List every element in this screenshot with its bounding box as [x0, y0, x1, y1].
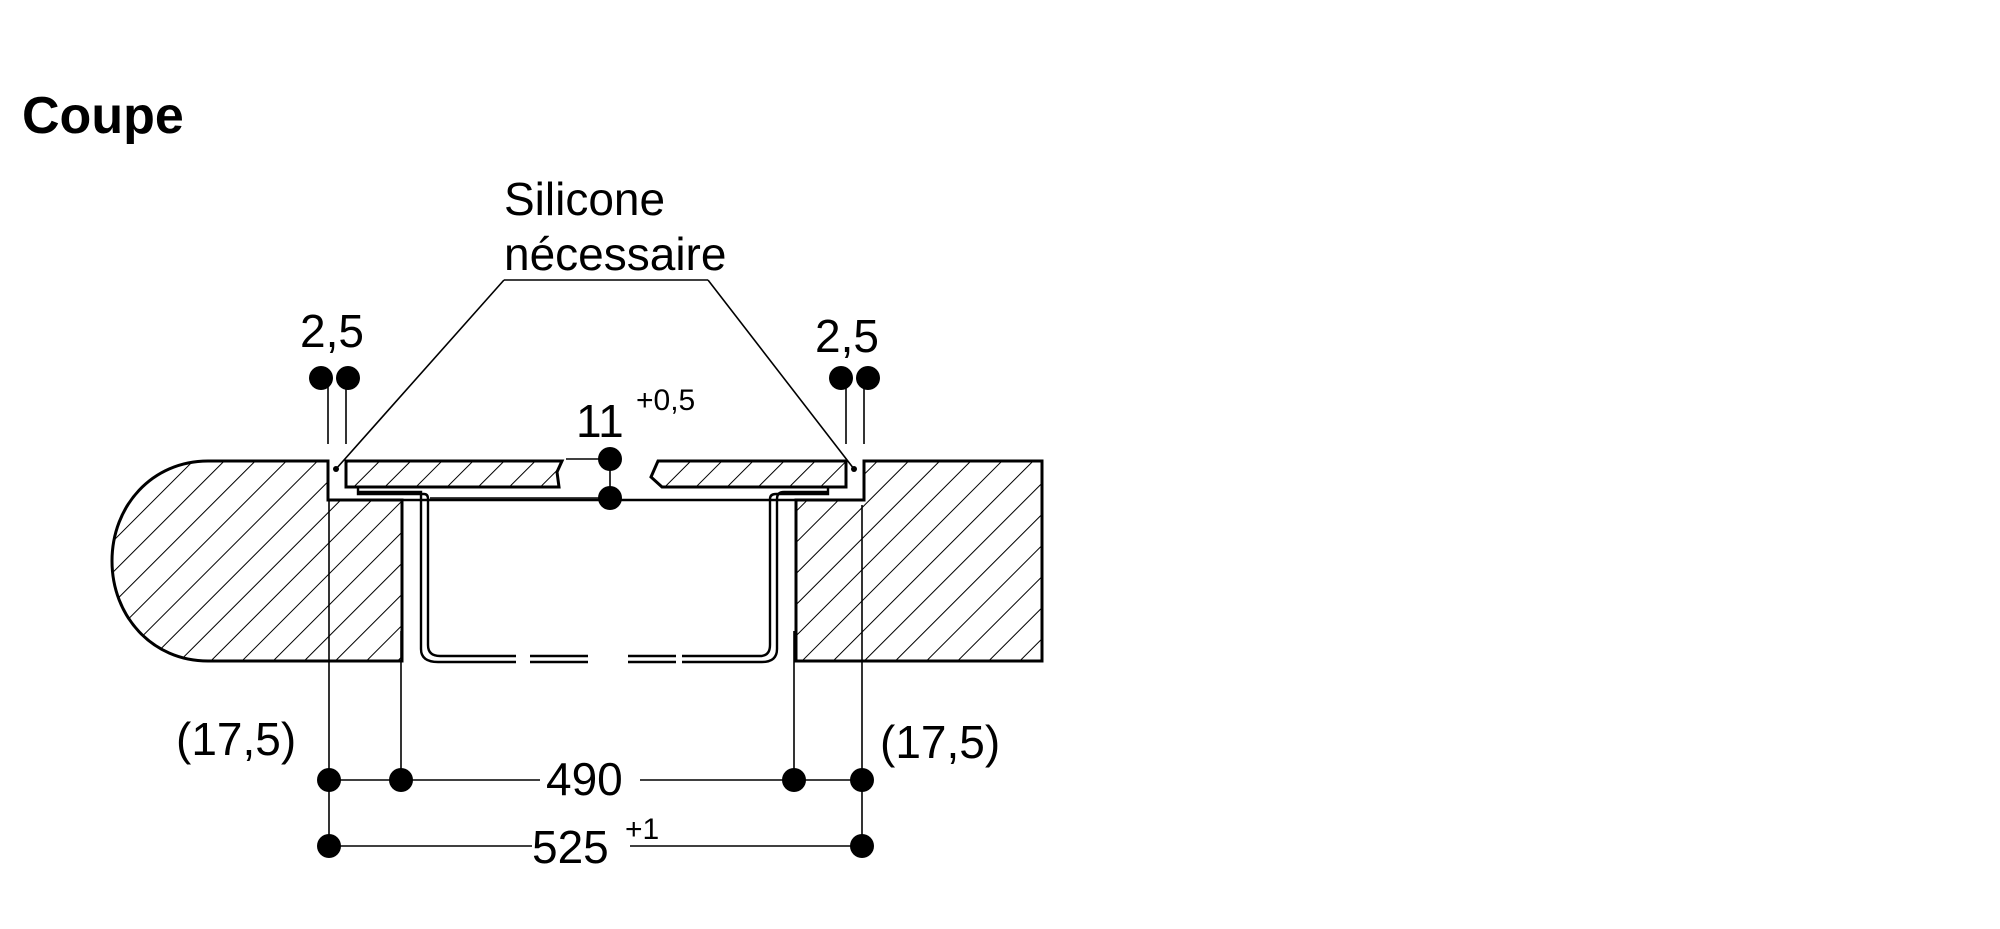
inner-width-label: 490 [546, 753, 623, 805]
depth-tolerance: +0,5 [636, 384, 695, 417]
callout-label-line-2: nécessaire [504, 228, 726, 280]
callout-label-line-1: Silicone [504, 173, 665, 225]
gap-dimension-right [829, 366, 880, 444]
inner-width-dimension [317, 768, 874, 792]
depth-label: 11 [576, 395, 624, 447]
worktop-right [794, 459, 1044, 663]
outer-width-label: 525 [532, 821, 609, 873]
gap-dimension-left [309, 366, 360, 444]
offset-label-right: (17,5) [880, 716, 1000, 768]
hob-body [356, 487, 830, 664]
outer-width-tolerance: +1 [625, 813, 659, 846]
outer-width-dimension [317, 834, 874, 858]
callout-leader [335, 279, 855, 470]
glass-panel-left [344, 459, 565, 489]
glass-panel-right [649, 459, 848, 489]
rebate-outline [326, 461, 866, 502]
gap-label-left: 2,5 [300, 305, 364, 357]
depth-dimension [430, 447, 622, 510]
page-title: Coupe [22, 87, 184, 145]
gap-label-right: 2,5 [815, 310, 879, 362]
offset-label-left: (17,5) [176, 713, 296, 765]
